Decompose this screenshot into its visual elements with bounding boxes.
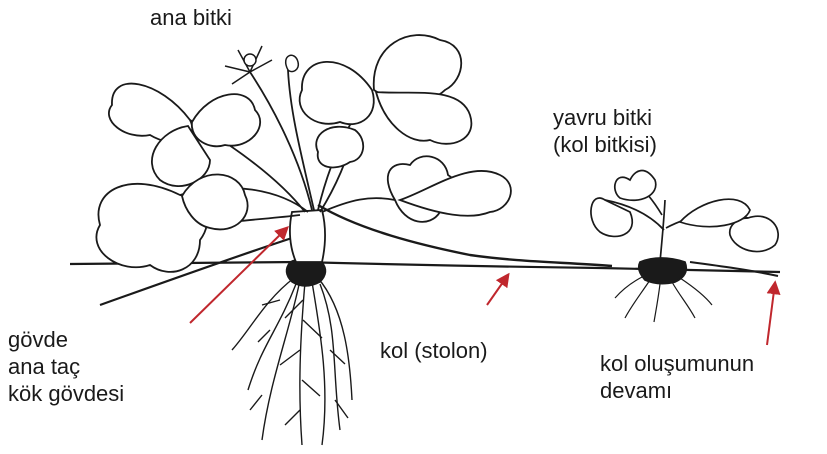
runner-continuation <box>690 262 778 276</box>
pointer-arrows <box>190 228 775 345</box>
continuation-arrow <box>767 283 775 345</box>
crown-label: gövde ana taç kök gövdesi <box>8 326 124 407</box>
crown-label-line: gövde <box>8 326 124 353</box>
mother-plant-label: ana bitki <box>150 4 232 31</box>
continuation-label-line: devamı <box>600 377 754 404</box>
daughter-plant-label-line: yavru bitki <box>553 104 657 131</box>
daughter-plant-label: yavru bitki (kol bitkisi) <box>553 104 657 158</box>
stolon-label: kol (stolon) <box>380 337 488 364</box>
crown <box>290 210 325 262</box>
crown-label-line: kök gövdesi <box>8 380 124 407</box>
flowers <box>225 46 298 84</box>
daughter-plant-label-line: (kol bitkisi) <box>553 131 657 158</box>
continuation-label-line: kol oluşumunun <box>600 350 754 377</box>
mother-plant-roots <box>232 259 352 446</box>
continuation-label: kol oluşumunun devamı <box>600 350 754 404</box>
daughter-plant <box>591 171 778 284</box>
crown-label-line: ana taç <box>8 353 124 380</box>
stolon-arrow <box>487 275 508 305</box>
crown-arrow <box>190 228 287 323</box>
